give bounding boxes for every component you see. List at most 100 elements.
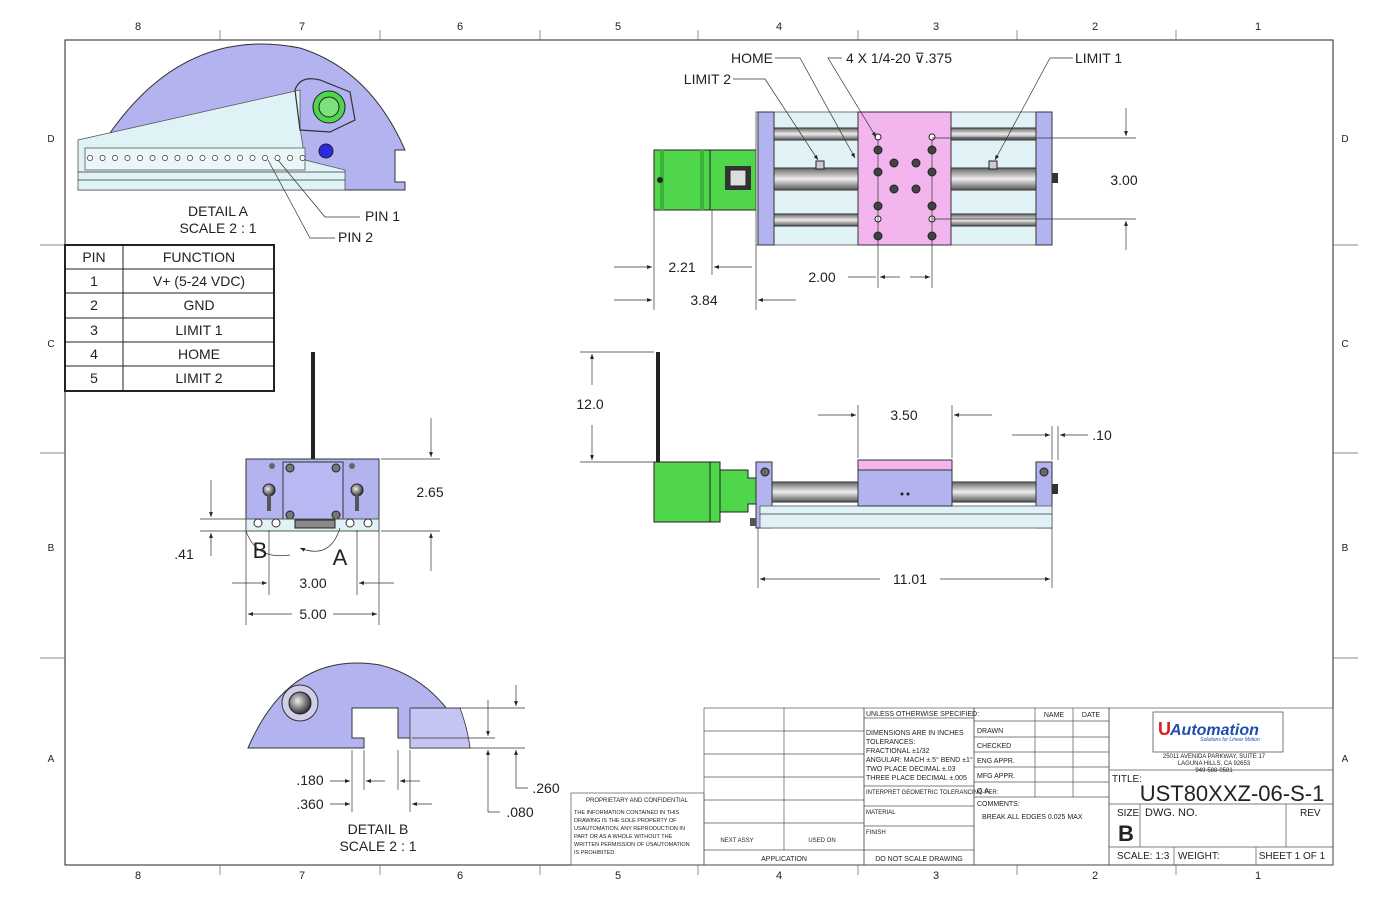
proprietary-line: THE INFORMATION CONTAINED IN THIS — [574, 810, 679, 816]
function-cell: LIMIT 1 — [175, 322, 222, 338]
date-header: DATE — [1082, 712, 1100, 719]
detail-b-view: .180 .360 .260 .080 DETAIL B SCALE 2 : 1 — [247, 662, 560, 854]
zone-row-label: B — [1342, 543, 1349, 554]
pin-hole — [237, 155, 243, 161]
home-label: HOME — [731, 50, 773, 66]
zone-column-label: 1 — [1255, 21, 1261, 33]
dim-12-0: 12.0 — [576, 396, 603, 412]
approval-row: Q.A. — [977, 788, 991, 795]
pin-header: PIN — [82, 249, 105, 265]
pin-cell: 4 — [90, 346, 98, 362]
pin-function-table: PIN FUNCTION 1 V+ (5-24 VDC) 2 GND 3 LIM… — [64, 244, 275, 392]
pin-hole — [299, 155, 306, 161]
pin-hole — [162, 155, 168, 161]
proprietary-line: IS PROHIBITED. — [574, 850, 616, 856]
proprietary-line: WRITTEN PERMISSION OF USAUTOMATION — [574, 842, 690, 848]
function-cell: HOME — [178, 346, 220, 362]
zone-column-label: 4 — [776, 21, 782, 33]
comments-label: COMMENTS: — [977, 801, 1020, 808]
sheet-label: SHEET 1 OF 1 — [1259, 851, 1326, 862]
zone-row-label: D — [1341, 134, 1348, 145]
pin-hole — [199, 155, 206, 161]
section-a-label: A — [333, 545, 348, 570]
zone-column-label: 8 — [135, 870, 141, 882]
detail-a-view: DETAIL A SCALE 2 : 1 PIN 1 PIN 2 — [77, 43, 406, 245]
zone-row-label: A — [48, 754, 55, 765]
size-label: SIZE — [1117, 808, 1140, 819]
finish-label: FINISH — [866, 830, 886, 836]
name-header: NAME — [1044, 712, 1065, 719]
zone-ticks — [40, 30, 1358, 875]
pin-hole — [262, 155, 268, 161]
used-on-label: USED ON — [808, 838, 835, 844]
dim-3-00: 3.00 — [299, 575, 326, 591]
logo-subtitle: Solutions for Linear Motion — [1200, 737, 1260, 743]
approval-row: CHECKED — [977, 743, 1011, 750]
approval-row: ENG APPR. — [977, 758, 1015, 765]
pin-hole — [99, 155, 106, 161]
address-line: LAGUNA HILLS, CA 92653 — [1178, 761, 1251, 767]
pin-hole — [287, 155, 293, 161]
do-not-scale: DO NOT SCALE DRAWING — [875, 856, 963, 863]
section-b-label: B — [253, 538, 268, 563]
zone-column-label: 6 — [457, 870, 463, 882]
row-labels-left: D C B A — [47, 134, 54, 765]
tol-line: THREE PLACE DECIMAL ±.005 — [866, 775, 967, 782]
tol-line: TWO PLACE DECIMAL ±.03 — [866, 766, 956, 773]
dim-3-00-top: 3.00 — [1110, 172, 1137, 188]
address-line: 949-588-0581 — [1195, 768, 1233, 774]
dim-11-01: 11.01 — [893, 571, 927, 587]
pin-hole — [137, 155, 143, 161]
pin-cell: 1 — [90, 273, 98, 289]
carriage-hole — [911, 158, 921, 168]
dim-2-00: 2.00 — [808, 269, 835, 285]
end-view: B A 2.65 .41 3.00 5.00 — [174, 352, 444, 625]
zone-column-label: 1 — [1255, 870, 1261, 882]
approval-row: MFG APPR. — [977, 773, 1015, 780]
zone-row-label: B — [48, 543, 55, 554]
zone-column-label: 3 — [933, 21, 939, 33]
detail-b-scale: SCALE 2 : 1 — [339, 838, 416, 854]
scale-label: SCALE: 1:3 — [1117, 851, 1170, 862]
zone-row-label: A — [1342, 754, 1349, 765]
pin-hole — [87, 155, 93, 161]
pin2-label: PIN 2 — [338, 229, 373, 245]
logo-u: U — [1158, 719, 1171, 739]
dim-3-50: 3.50 — [890, 407, 917, 423]
zone-row-label: D — [47, 134, 54, 145]
pin-hole — [174, 155, 181, 161]
title-block: UNLESS OTHERWISE SPECIFIED: DIMENSIONS A… — [570, 707, 1334, 866]
dim-0-260: .260 — [532, 780, 559, 796]
pin-cell: 2 — [90, 297, 98, 313]
holes-callout: 4 X 1/4-20 ⊽.375 — [846, 50, 952, 66]
pin-cell: 3 — [90, 322, 98, 338]
dim-2-21: 2.21 — [668, 259, 695, 275]
pin-hole — [112, 155, 118, 161]
pin-hole — [224, 155, 231, 161]
tol-line: ANGULAR: MACH ±.5° BEND ±1° — [866, 756, 973, 764]
dim-2-65: 2.65 — [416, 484, 443, 500]
detail-a-title: DETAIL A — [188, 203, 249, 219]
dim-0-10: .10 — [1092, 427, 1112, 443]
dim-0-360: .360 — [296, 796, 323, 812]
unless-specified: UNLESS OTHERWISE SPECIFIED: — [866, 711, 979, 718]
comments-text: BREAK ALL EDGES 0.025 MAX — [982, 814, 1083, 821]
next-assy-label: NEXT ASSY — [720, 838, 753, 844]
usautomation-logo: U Automation Solutions for Linear Motion — [1152, 711, 1284, 753]
logo-text: Automation — [1169, 722, 1259, 739]
function-cell: LIMIT 2 — [175, 370, 222, 386]
zone-column-label: 6 — [457, 21, 463, 33]
zone-column-label: 2 — [1092, 870, 1098, 882]
dim-0-180: .180 — [296, 772, 323, 788]
zone-row-label: C — [47, 339, 54, 350]
rev-label: REV — [1300, 808, 1321, 819]
function-cell: V+ (5-24 VDC) — [153, 273, 245, 289]
zone-column-label: 5 — [615, 21, 621, 33]
pin-hole — [274, 155, 281, 161]
dim-0-41: .41 — [174, 546, 194, 562]
tol-line: DIMENSIONS ARE IN INCHES — [866, 730, 964, 737]
dim-5-00: 5.00 — [299, 606, 326, 622]
